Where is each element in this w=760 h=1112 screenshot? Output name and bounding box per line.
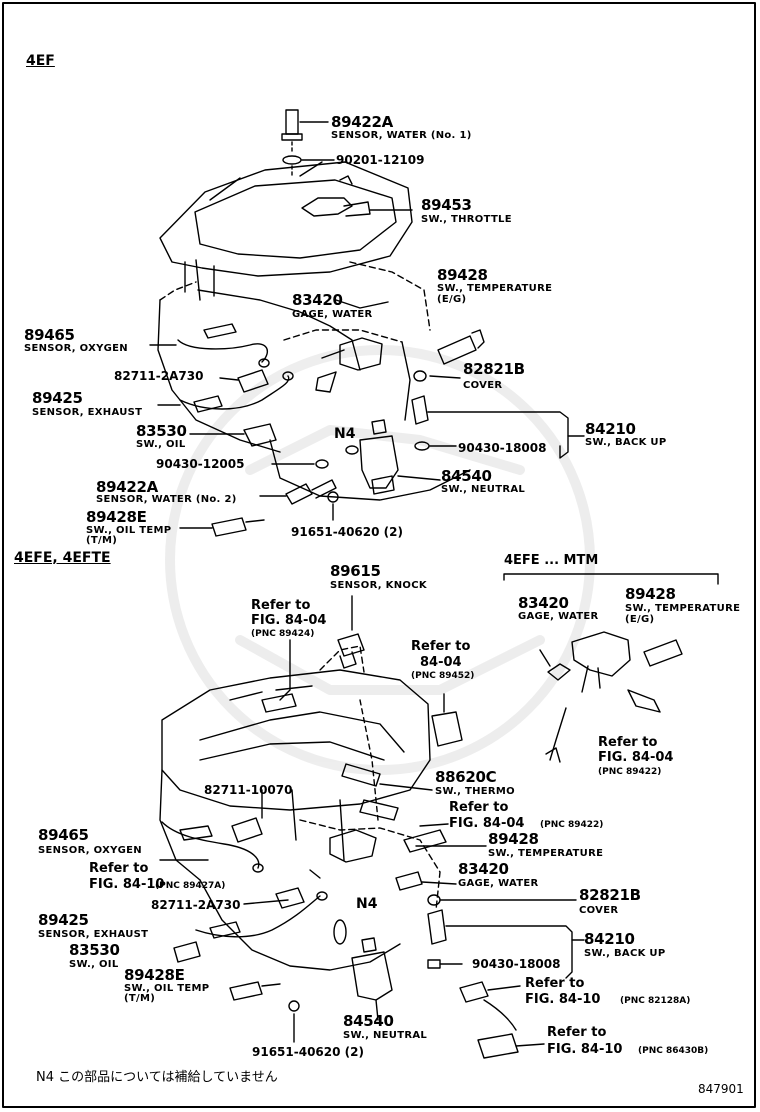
refer4-pnc: (PNC 89427A) [155,881,226,891]
inset-part-89428-number: 89428 [625,585,676,603]
bottom-part-82821b-number: 82821B [579,886,641,904]
part-89465-number: 89465 [24,326,75,344]
bottom-part-83420-desc: GAGE, WATER [458,878,539,889]
part-89428-number: 89428 [437,266,488,284]
part-89428e-desc: SW., OIL TEMP [86,525,172,536]
inset-part-83420-desc: GAGE, WATER [518,611,599,622]
refer3-line2: FIG. 84-04 [449,816,525,831]
part-89422a-1-number: 89422A [331,113,393,131]
note-n4-top: N4 [334,426,356,442]
refer5-line1: Refer to [525,976,585,991]
part-89428e-number: 89428E [86,508,147,526]
refer3-line1: Refer to [449,800,509,815]
bottom-part-89428e-number: 89428E [124,966,185,984]
inset-refer-line1: Refer to [598,735,658,750]
bottom-part-83530-desc: SW., OIL [69,959,119,970]
section-title-inset: 4EFE ... MTM [504,553,599,568]
refer2-line2: 84-04 [420,655,462,670]
bottom-part-89465-desc: SENSOR, OXYGEN [38,845,142,856]
part-84210-desc: SW., BACK UP [585,437,667,448]
part-83420-number: 83420 [292,291,343,309]
refer6-line1: Refer to [547,1025,607,1040]
part-84540-desc: SW., NEUTRAL [441,484,526,495]
inset-part-89428-desc2: (E/G) [625,614,655,625]
part-89422a-2-desc: SENSOR, WATER (No. 2) [96,494,237,505]
bottom-part-89428e-desc2: (T/M) [124,993,156,1004]
part-82821b-number: 82821B [463,360,525,378]
part-89615-number: 89615 [330,562,381,580]
inset-mtm [503,573,719,763]
section-title-4efe-4efte: 4EFE, 4EFTE [14,550,111,566]
note-n4-bottom: N4 [356,896,378,912]
part-90430-18008-number: 90430-18008 [458,441,547,455]
bottom-part-89428-desc: SW., TEMPERATURE [488,848,604,859]
refer1-line1: Refer to [251,598,311,613]
part-82711-10070-number: 82711-10070 [204,783,293,797]
bottom-part-83530-number: 83530 [69,941,120,959]
refer3-pnc: (PNC 89422) [540,820,604,830]
diagram-code: 847901 [698,1082,744,1096]
watermark-emblem [165,345,595,775]
bottom-part-84540-desc: SW., NEUTRAL [343,1030,428,1041]
part-82711-2a730-number-bottom: 82711-2A730 [151,898,241,912]
bottom-part-89425-number: 89425 [38,911,89,929]
refer5-pnc: (PNC 82128A) [620,996,691,1006]
inset-part-89428-desc: SW., TEMPERATURE [625,603,741,614]
section-title-4ef: 4EF [26,53,55,69]
refer5-line2: FIG. 84-10 [525,992,601,1007]
part-88620c-desc: SW., THERMO [435,786,515,797]
part-83530-desc: SW., OIL [136,439,186,450]
footnote: N4 この部品については補給していません [36,1070,278,1085]
part-90430-12005-number: 90430-12005 [156,457,245,471]
refer6-pnc: (PNC 86430B) [638,1046,709,1056]
part-89422a-2-number: 89422A [96,478,158,496]
bottom-part-91651-number: 91651-40620 (2) [252,1045,364,1059]
part-89615-desc: SENSOR, KNOCK [330,580,427,591]
bottom-part-82821b-desc: COVER [579,905,619,916]
inset-refer-line2: FIG. 84-04 [598,750,674,765]
part-82711-number: 82711-2A730 [114,369,204,383]
part-83420-desc: GAGE, WATER [292,309,373,320]
part-89428e-desc2: (T/M) [86,535,118,546]
bottom-engine-block [159,595,585,1059]
part-90201-number: 90201-12109 [336,153,425,167]
bottom-part-89428e-desc: SW., OIL TEMP [124,983,210,994]
refer4-line1: Refer to [89,861,149,876]
inset-refer-pnc: (PNC 89422) [598,767,662,777]
bottom-part-84210-desc: SW., BACK UP [584,948,666,959]
part-84210-number: 84210 [585,420,636,438]
part-89425-number: 89425 [32,389,83,407]
part-89425-desc: SENSOR, EXHAUST [32,407,143,418]
part-89465-desc: SENSOR, OXYGEN [24,343,128,354]
part-89453-number: 89453 [421,196,472,214]
bottom-part-90430-number: 90430-18008 [472,957,561,971]
part-89428-desc: SW., TEMPERATURE [437,283,553,294]
refer1-line2: FIG. 84-04 [251,613,327,628]
part-89422a-1-desc: SENSOR, WATER (No. 1) [331,130,472,141]
part-91651-number-top: 91651-40620 (2) [291,525,403,539]
part-83530-number: 83530 [136,422,187,440]
refer1-pnc: (PNC 89424) [251,629,315,639]
part-82821b-desc: COVER [463,380,503,391]
refer2-pnc: (PNC 89452) [411,671,475,681]
part-84540-number: 84540 [441,467,492,485]
refer4-line2: FIG. 84-10 [89,877,165,892]
inset-part-83420-number: 83420 [518,594,569,612]
bottom-part-89428-number: 89428 [488,830,539,848]
bottom-part-84210-number: 84210 [584,930,635,948]
part-89453-desc: SW., THROTTLE [421,214,512,225]
part-89428-desc2: (E/G) [437,294,467,305]
bottom-part-83420-number: 83420 [458,860,509,878]
bottom-part-89465-number: 89465 [38,826,89,844]
bottom-part-84540-number: 84540 [343,1012,394,1030]
refer6-line2: FIG. 84-10 [547,1042,623,1057]
refer2-line1: Refer to [411,639,471,654]
part-88620c-number: 88620C [435,768,497,786]
top-engine-block [149,109,585,537]
bottom-part-89425-desc: SENSOR, EXHAUST [38,929,149,940]
